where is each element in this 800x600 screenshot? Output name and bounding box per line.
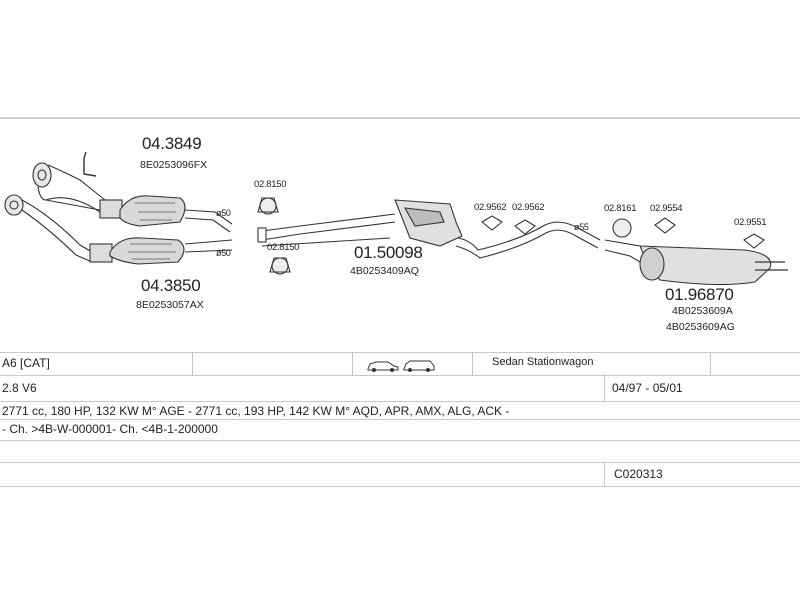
col-divider xyxy=(352,353,353,375)
car-body-icons xyxy=(366,358,436,375)
chassis-range: - Ch. >4B-W-000001- Ch. <4B-1-200000 xyxy=(2,422,218,436)
mount-label-mid-1: 02.9562 xyxy=(474,202,507,213)
info-row-catalog: C020313 xyxy=(0,462,800,487)
mount-label-tail: 02.9551 xyxy=(734,217,767,228)
catalog-code: C020313 xyxy=(614,467,663,481)
intermediate-pipe[interactable] xyxy=(257,213,396,247)
info-row-empty xyxy=(0,440,800,463)
catalytic-converter-lower[interactable] xyxy=(4,194,233,265)
top-separator xyxy=(0,117,800,119)
body-types: Sedan Stationwagon xyxy=(492,356,594,368)
mount-label-upper-left: 02.8150 xyxy=(254,179,287,190)
info-row-model: A6 [CAT] Sedan Stationwagon xyxy=(0,352,800,376)
diameter-lower: ø50 xyxy=(216,248,231,258)
part-code-middle-silencer: 01.50098 xyxy=(354,243,423,262)
part-ref-rear-silencer-2: 4B0253609AG xyxy=(666,321,735,333)
info-row-engine: 2.8 V6 04/97 - 05/01 xyxy=(0,374,800,402)
col-divider xyxy=(710,353,711,375)
col-divider xyxy=(604,462,605,486)
col-divider xyxy=(192,353,193,375)
col-divider xyxy=(472,353,473,375)
col-divider xyxy=(604,374,605,401)
diameter-rear-pipe: ø55 xyxy=(574,222,589,232)
rear-silencer[interactable] xyxy=(604,239,788,286)
part-code-rear-silencer: 01.96870 xyxy=(665,285,734,304)
part-ref-rear-silencer-1: 4B0253609A xyxy=(672,305,733,317)
info-row-chassis: - Ch. >4B-W-000001- Ch. <4B-1-200000 xyxy=(0,419,800,441)
info-row-engine-codes: 2771 cc, 180 HP, 132 KW M° AGE - 2771 cc… xyxy=(0,401,800,420)
mount-mid-glyphs[interactable] xyxy=(481,215,536,235)
mount-label-mid-2: 02.9562 xyxy=(512,202,545,213)
mount-rear-glyphs[interactable] xyxy=(612,217,765,249)
years: 04/97 - 05/01 xyxy=(612,381,683,395)
mount-upper-left-glyph[interactable] xyxy=(257,197,279,215)
part-code-cat-upper: 04.3849 xyxy=(142,134,202,153)
part-ref-cat-lower: 8E0253057AX xyxy=(136,299,204,311)
middle-silencer[interactable] xyxy=(394,199,601,259)
mount-label-rear-2: 02.9554 xyxy=(650,203,683,214)
part-code-cat-lower: 04.3850 xyxy=(141,276,201,295)
engine-codes: 2771 cc, 180 HP, 132 KW M° AGE - 2771 cc… xyxy=(2,404,510,418)
catalytic-converter-upper[interactable] xyxy=(32,151,233,233)
mount-lower-left-glyph[interactable] xyxy=(269,257,291,275)
model-label: A6 [CAT] xyxy=(2,356,50,370)
part-ref-middle-silencer: 4B0253409AQ xyxy=(350,265,419,277)
part-ref-cat-upper: 8E0253096FX xyxy=(140,159,208,171)
diameter-upper: ø50 xyxy=(216,208,231,218)
mount-label-rear-1: 02.8161 xyxy=(604,203,637,214)
sedan-stationwagon-icon xyxy=(367,360,435,372)
mount-label-lower-left: 02.8150 xyxy=(267,242,300,253)
vehicle-info-table: A6 [CAT] Sedan Stationwagon 2.8 V6 04/97… xyxy=(0,352,800,492)
engine: 2.8 V6 xyxy=(2,381,37,395)
